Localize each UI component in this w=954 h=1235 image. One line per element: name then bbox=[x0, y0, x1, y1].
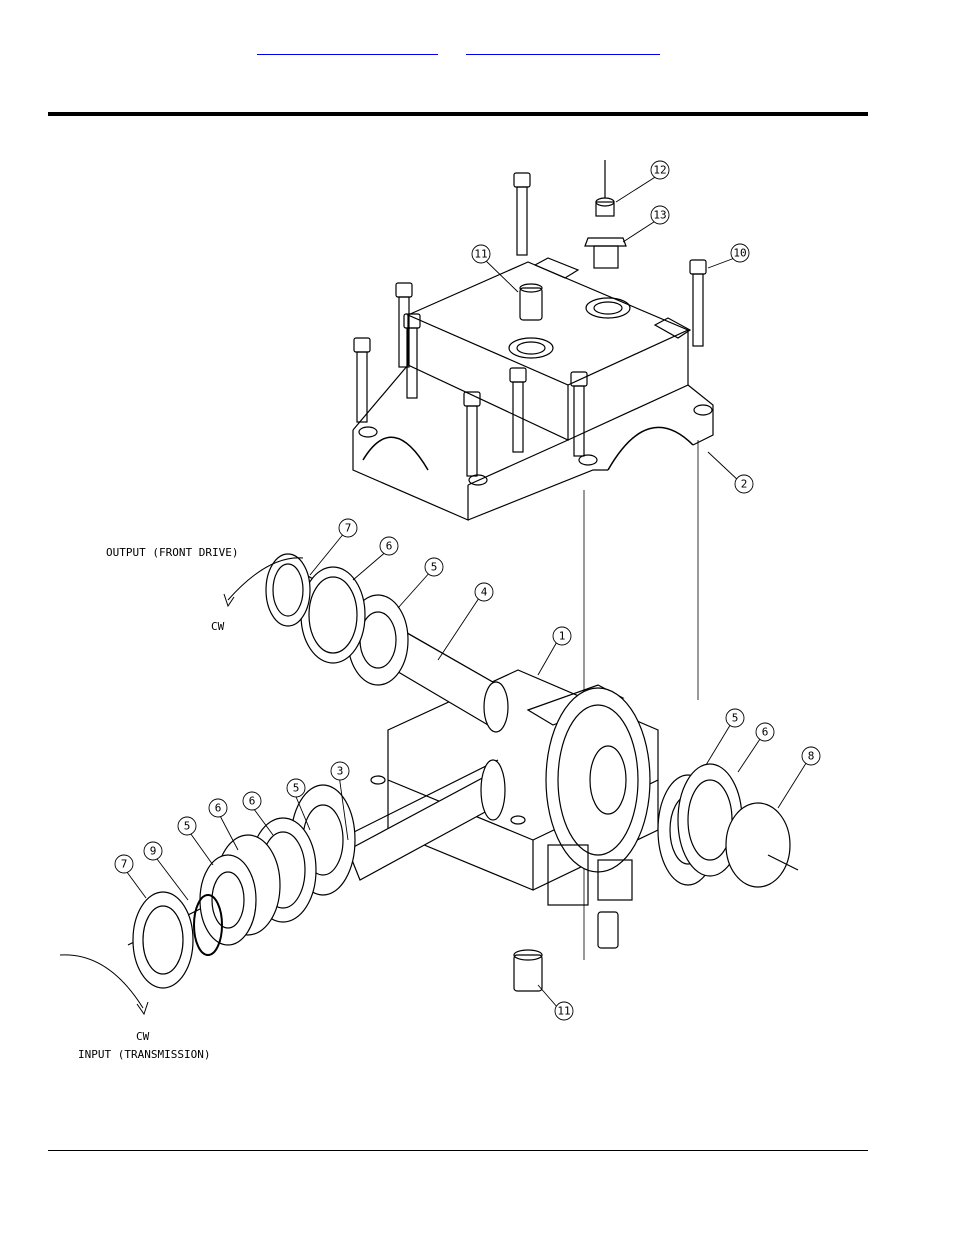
callout-2: 2 bbox=[741, 478, 748, 491]
footer-rule bbox=[48, 1150, 868, 1151]
sleeve-plug-breather bbox=[519, 160, 627, 321]
callout-11: 11 bbox=[474, 248, 487, 261]
callout-12: 12 bbox=[653, 164, 666, 177]
header-rule bbox=[48, 112, 868, 116]
output-label: OUTPUT (FRONT DRIVE) bbox=[106, 546, 238, 559]
output-rotation-arrowhead bbox=[223, 593, 235, 608]
input-shaft-assembly bbox=[127, 759, 506, 989]
input-rotation-label: CW bbox=[136, 1030, 150, 1043]
output-rotation-label: CW bbox=[211, 620, 225, 633]
cover-bolts bbox=[353, 172, 707, 477]
exploded-gearbox-diagram: OUTPUT (FRONT DRIVE) CW CW INPUT (TRANSM… bbox=[48, 140, 838, 1080]
nav-link-1[interactable] bbox=[257, 40, 438, 55]
bottom-sleeve bbox=[513, 949, 543, 992]
callout-3: 3 bbox=[337, 765, 344, 778]
right-bearing-cap bbox=[657, 763, 799, 888]
input-rotation-arrowhead bbox=[136, 1001, 149, 1016]
gearbox-housing-part bbox=[370, 669, 659, 949]
callout-7-bottom: 7 bbox=[121, 858, 128, 871]
callout-9: 9 bbox=[150, 845, 157, 858]
callout-8: 8 bbox=[808, 750, 815, 763]
callout-6-left: 6 bbox=[215, 802, 222, 815]
callout-6-mid: 6 bbox=[249, 795, 256, 808]
nav-link-2[interactable] bbox=[466, 40, 660, 55]
callout-5-mid: 5 bbox=[293, 782, 300, 795]
callout-5-right: 5 bbox=[732, 712, 739, 725]
callout-11-bottom: 11 bbox=[557, 1005, 570, 1018]
gearbox-cover-part bbox=[352, 257, 714, 521]
output-rotation-arrow bbox=[227, 557, 304, 601]
callouts: 12 13 11 10 2 7 6 5 4 1 5 6 8 3 5 6 6 bbox=[114, 160, 821, 1021]
callout-5-left: 5 bbox=[184, 820, 191, 833]
callout-7-top: 7 bbox=[345, 522, 352, 535]
callout-6-top: 6 bbox=[386, 540, 393, 553]
callout-10: 10 bbox=[733, 247, 746, 260]
callout-4: 4 bbox=[481, 586, 488, 599]
input-label: INPUT (TRANSMISSION) bbox=[78, 1048, 210, 1061]
callout-6-right: 6 bbox=[762, 726, 769, 739]
input-rotation-arrow bbox=[59, 954, 144, 1009]
callout-5-top: 5 bbox=[431, 561, 438, 574]
output-shaft-assembly bbox=[265, 553, 509, 733]
callout-1: 1 bbox=[559, 630, 566, 643]
callout-13: 13 bbox=[653, 209, 666, 222]
